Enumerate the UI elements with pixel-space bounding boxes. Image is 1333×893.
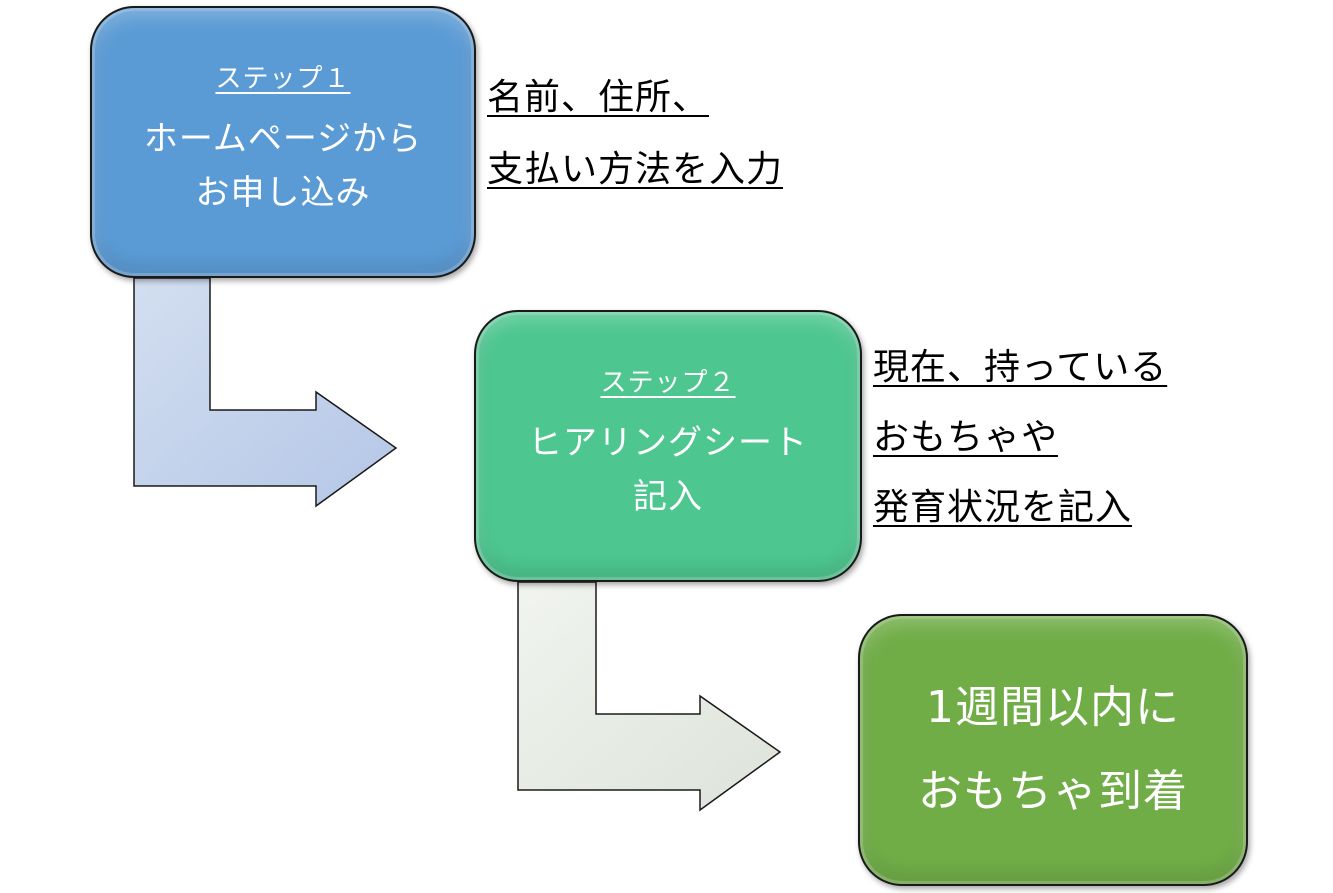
- step2-line1: ヒアリングシート: [528, 422, 808, 463]
- step1-note: 名前、住所、 支払い方法を入力: [487, 80, 783, 224]
- step2-note: 現在、持っている おもちゃや 発育状況を記入: [873, 350, 1167, 560]
- step1-box: ステップ１ ホームページから お申し込み: [90, 6, 476, 278]
- step2-label: ステップ２: [600, 368, 736, 399]
- step1-note-line2: 支払い方法を入力: [487, 149, 784, 190]
- step2-line2: 記入: [633, 476, 703, 517]
- step2-note-line2: おもちゃや: [873, 417, 1059, 458]
- step1-line1: ホームページから: [143, 118, 423, 159]
- step3-box: 1週間以内に おもちゃ到着: [858, 614, 1248, 886]
- step3-line2: おもちゃ到着: [918, 766, 1188, 817]
- step2-box: ステップ２ ヒアリングシート 記入: [474, 310, 862, 582]
- step1-note-line1: 名前、住所、: [487, 77, 710, 118]
- step3-line1: 1週間以内に: [926, 682, 1180, 733]
- step1-line2: お申し込み: [195, 172, 371, 213]
- step1-label: ステップ１: [215, 64, 351, 95]
- bent-arrow-2: [517, 581, 782, 812]
- bent-arrow-1: [133, 277, 398, 508]
- step2-note-line3: 発育状況を記入: [873, 487, 1133, 528]
- step2-note-line1: 現在、持っている: [873, 347, 1168, 388]
